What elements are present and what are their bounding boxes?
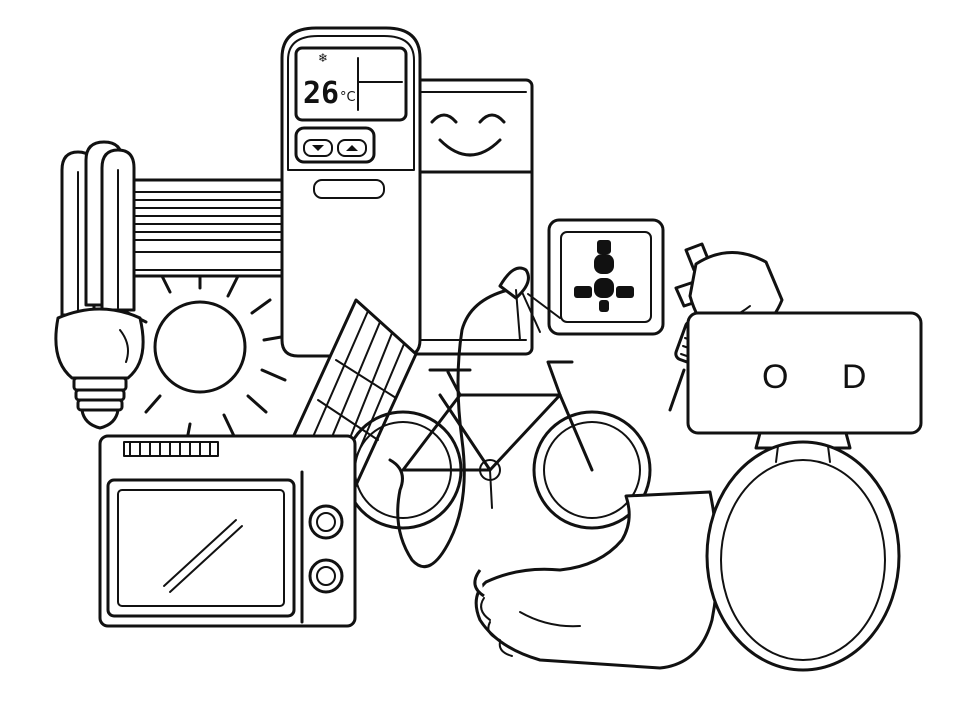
remote-down-button[interactable] <box>303 139 333 157</box>
shower-head-icon <box>388 266 561 569</box>
cfl-bulb-icon <box>54 140 145 430</box>
power-socket-icon <box>547 218 665 336</box>
remote-temperature-unit: °C <box>340 90 356 105</box>
remote-up-button[interactable] <box>337 139 367 157</box>
remote-power-button[interactable] <box>313 179 385 199</box>
sun-icon <box>116 265 289 447</box>
bicycle-icon <box>343 360 652 530</box>
foot-icon <box>473 490 719 670</box>
remote-control-icon: ❄ 26 °C <box>280 26 422 358</box>
remote-temperature-display: 26 <box>303 76 339 111</box>
toilet-flush-buttons[interactable]: O D <box>762 358 888 396</box>
toilet-icon: O D <box>686 311 923 672</box>
snowflake-icon: ❄ <box>318 51 328 65</box>
microwave-icon <box>98 434 357 628</box>
